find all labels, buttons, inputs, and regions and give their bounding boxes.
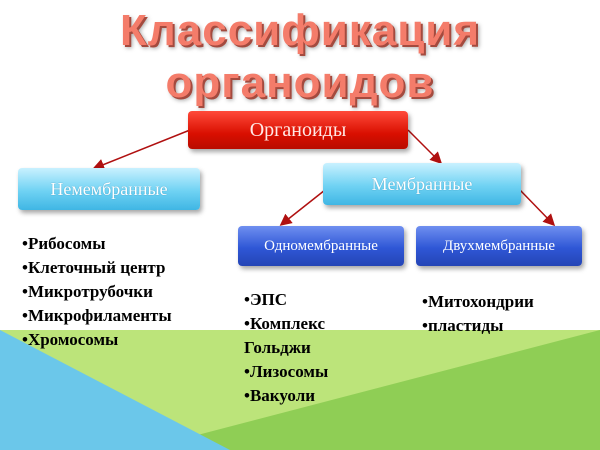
single-membrane-list: ЭПС Комплекс Гольджи Лизосомы Вакуоли [244, 288, 328, 408]
single-membrane-node: Одномембранные [238, 226, 404, 266]
membrane-node: Мембранные [323, 163, 521, 205]
list-item: Лизосомы [244, 360, 328, 384]
membrane-node-label: Мембранные [371, 173, 473, 194]
list-item: Микрофиламенты [22, 304, 172, 328]
root-node: Органоиды [188, 111, 408, 149]
list-item: Комплекс [244, 312, 328, 336]
list-item: Митохондрии [422, 290, 534, 314]
title-line-2: органоидов [165, 58, 435, 107]
list-item: Рибосомы [22, 232, 172, 256]
list-item: ЭПС [244, 288, 328, 312]
arrow-root-to-nonmembrane [92, 129, 191, 171]
list-item: Хромосомы [22, 328, 172, 352]
nonmembrane-node: Немембранные [18, 168, 200, 210]
nonmembrane-node-label: Немембранные [50, 178, 168, 199]
arrow-membrane-to-double [519, 189, 556, 227]
arrow-membrane-to-single [279, 189, 326, 226]
title-line-1: Классификация [119, 6, 481, 55]
arrow-root-to-membrane [407, 129, 443, 165]
list-item: Гольджи [244, 338, 311, 357]
double-membrane-node-label: Двухмембранные [442, 237, 556, 254]
nonmembrane-list: Рибосомы Клеточный центр Микротрубочки М… [22, 232, 172, 352]
list-item: Вакуоли [244, 384, 328, 408]
single-membrane-node-label: Одномембранные [264, 237, 378, 254]
list-item: Микротрубочки [22, 280, 172, 304]
double-membrane-node: Двухмембранные [416, 226, 582, 266]
list-item: Клеточный центр [22, 256, 172, 280]
double-membrane-list: Митохондрии пластиды [422, 290, 534, 338]
root-node-label: Органоиды [249, 118, 347, 141]
list-item: пластиды [422, 314, 534, 338]
